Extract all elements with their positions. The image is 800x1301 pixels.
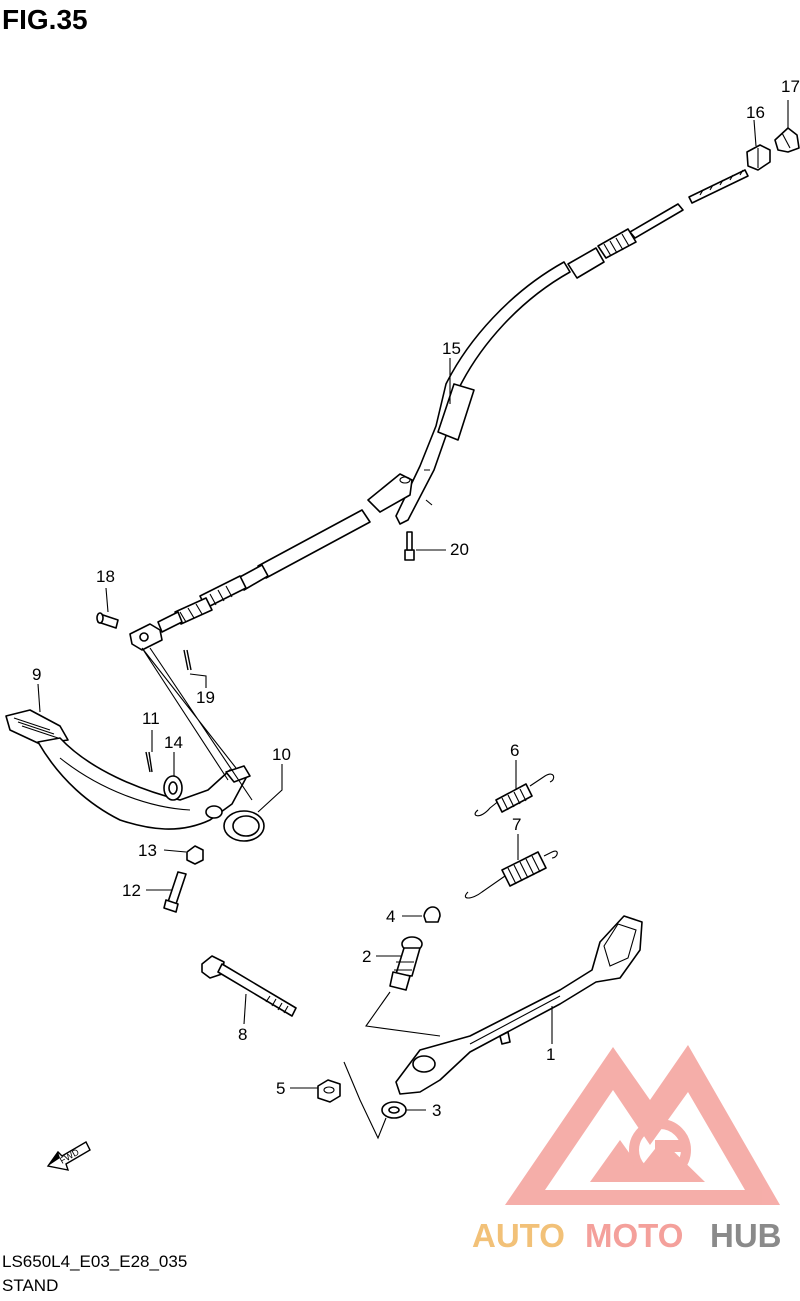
part-5-nut xyxy=(317,1079,341,1103)
diagram-code: LS650L4_E03_E28_035 xyxy=(2,1252,188,1271)
callout-4: 4 xyxy=(386,907,395,926)
callout-15: 15 xyxy=(442,339,461,358)
callout-13: 13 xyxy=(138,841,157,860)
callout-labels: 17 16 15 20 18 19 9 11 14 10 13 12 6 7 4… xyxy=(32,77,800,1120)
callout-6: 6 xyxy=(510,741,519,760)
part-10-brake-pedal xyxy=(37,647,265,842)
leader-lines xyxy=(37,100,789,1111)
callout-16: 16 xyxy=(746,103,765,122)
callout-20: 20 xyxy=(450,540,469,559)
part-15-brake-rod xyxy=(129,169,749,651)
part-20-bolt xyxy=(404,531,415,561)
diagram-caption: STAND xyxy=(2,1276,59,1295)
callout-7: 7 xyxy=(512,815,521,834)
part-3-washer xyxy=(381,1101,407,1119)
part-2-pivot-bolt xyxy=(389,936,423,991)
assembly-lines xyxy=(343,991,441,1140)
callout-19: 19 xyxy=(196,688,215,707)
callout-8: 8 xyxy=(238,1025,247,1044)
part-6-spring xyxy=(474,773,555,817)
callout-5: 5 xyxy=(276,1079,285,1098)
watermark-hub: HUB xyxy=(710,1217,782,1254)
part-18-clevis-pin xyxy=(96,612,119,629)
callout-10: 10 xyxy=(272,745,291,764)
part-11-cotter-pin xyxy=(145,751,153,773)
figure-title: FIG.35 xyxy=(2,4,88,35)
callout-2: 2 xyxy=(362,947,371,966)
watermark-logo xyxy=(505,1045,780,1205)
part-9-pedal-pad xyxy=(5,709,69,745)
part-13-nut xyxy=(186,845,204,865)
fwd-arrow-icon: FWD xyxy=(46,1141,91,1171)
part-4-cap xyxy=(423,906,441,923)
part-7-spring xyxy=(464,850,558,899)
callout-1: 1 xyxy=(546,1045,555,1064)
callout-3: 3 xyxy=(432,1101,441,1120)
watermark-auto: AUTO xyxy=(472,1217,565,1254)
callout-11: 11 xyxy=(142,709,160,728)
callout-12: 12 xyxy=(122,881,141,900)
part-12-bolt xyxy=(163,871,187,913)
part-17-cable-cap xyxy=(774,127,800,153)
part-1-side-stand xyxy=(395,915,643,1095)
part-19-cotter-pin xyxy=(183,649,192,671)
part-14-washer xyxy=(163,775,183,801)
watermark-moto: MOTO xyxy=(585,1217,683,1254)
callout-14: 14 xyxy=(164,733,183,752)
callout-9: 9 xyxy=(32,665,41,684)
callout-17: 17 xyxy=(781,77,800,96)
callout-18: 18 xyxy=(96,567,115,586)
part-8-long-bolt xyxy=(201,955,297,1017)
part-16-cable-nut xyxy=(746,144,771,171)
